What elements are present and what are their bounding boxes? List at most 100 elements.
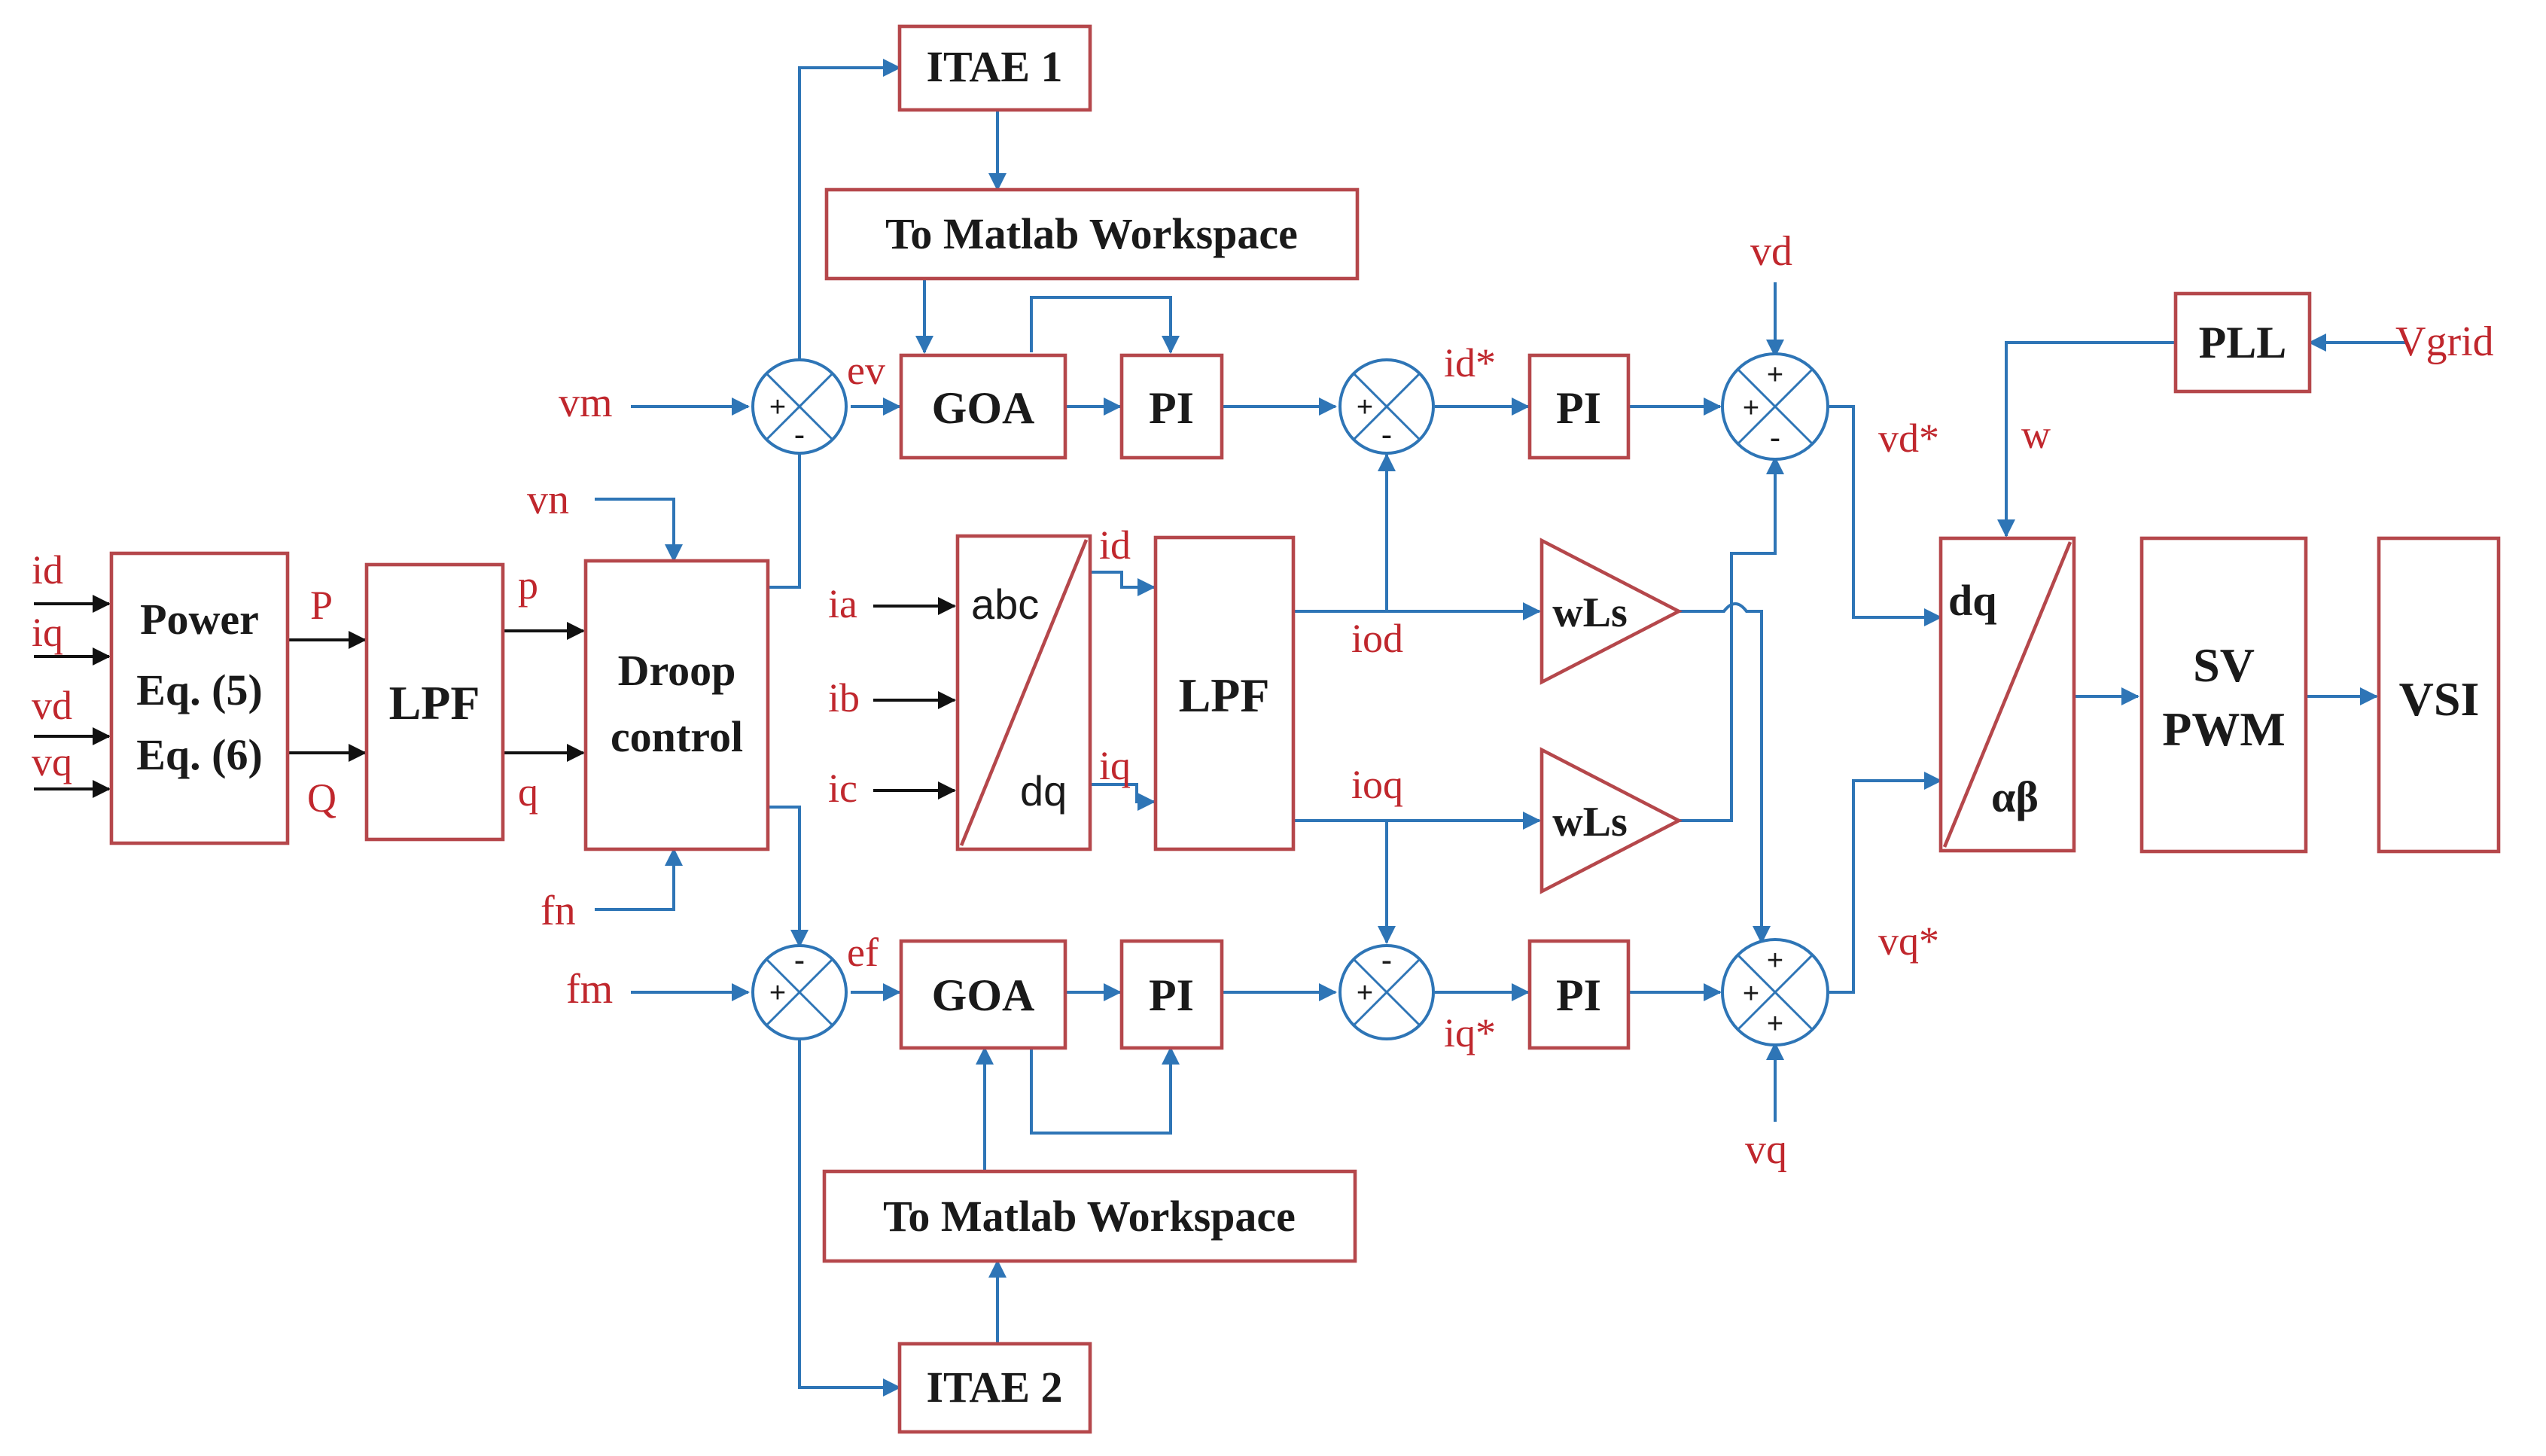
- power-line1: Power: [140, 595, 259, 644]
- label-id-in: id: [32, 547, 63, 592]
- wire-w: [1997, 341, 2176, 538]
- label-iq-in: iq: [32, 610, 63, 655]
- label-Q: Q: [307, 775, 337, 821]
- wire-wls-top-to-sum6: [1679, 602, 1771, 944]
- label-w: w: [2021, 412, 2051, 457]
- wire-wls-bottom-to-sum5: [1679, 456, 1784, 822]
- abc-dq-diagonal: [959, 539, 1089, 846]
- label-ic: ic: [828, 766, 857, 811]
- sum-junction-voltage: + -: [751, 358, 848, 455]
- wire-goa-pi-loop-bottom: [1030, 1046, 1180, 1135]
- wire-goa-pi-loop-top: [1030, 296, 1180, 354]
- pi-outer-top-label: PI: [1149, 383, 1194, 433]
- pi-inner-top-block: PI: [1527, 353, 1631, 460]
- wire-droop-to-sum2: [768, 806, 809, 948]
- lpf-power-label: LPF: [389, 676, 480, 730]
- lpf-current-block: LPF: [1153, 535, 1296, 851]
- signal-labels: id iq vd vq P Q p q vn fn vm fm ev ef ia…: [32, 228, 2494, 1173]
- label-iod: iod: [1351, 616, 1403, 661]
- svpwm-line1: SV: [2193, 638, 2255, 692]
- sum-junction-frequency: + -: [751, 942, 848, 1040]
- label-vm: vm: [559, 379, 613, 426]
- wls-top-gain: wLs: [1539, 538, 1683, 685]
- droop-line1: Droop: [618, 646, 736, 695]
- sum-vd-plus-left: +: [1743, 392, 1759, 424]
- wire-fn: [595, 848, 683, 911]
- sum-id-minus: -: [1381, 416, 1393, 453]
- droop-line2: control: [611, 712, 743, 761]
- lpf-power-block: LPF: [364, 562, 505, 842]
- label-iq-ref: iq*: [1444, 1010, 1496, 1055]
- label-vq-ref: vq*: [1878, 918, 1939, 964]
- sum-vq-plus-bottom: +: [1767, 1008, 1783, 1040]
- label-P: P: [310, 583, 333, 628]
- label-vn: vn: [527, 477, 569, 523]
- svpwm-block: SV PWM: [2139, 536, 2308, 854]
- sum-junction-id: + -: [1338, 358, 1435, 455]
- power-line3: Eq. (6): [136, 730, 263, 779]
- itae1-block: ITAE 1: [897, 24, 1092, 112]
- label-ib: ib: [828, 675, 860, 720]
- sum-vq-plus-left: +: [1743, 978, 1759, 1010]
- dq-ab-bottom-label: αβ: [1991, 772, 2039, 821]
- wire-iq-dq: [1090, 783, 1156, 811]
- matlab-bottom-label: To Matlab Workspace: [883, 1192, 1296, 1241]
- itae1-label: ITAE 1: [926, 42, 1062, 91]
- itae2-label: ITAE 2: [926, 1363, 1062, 1412]
- label-vd-ff: vd: [1750, 228, 1792, 275]
- wire-ef-to-itae2: [798, 1016, 901, 1397]
- dq-alphabeta-transform-block: dq αβ: [1938, 536, 2076, 853]
- wire-ev-to-itae1: [798, 59, 901, 382]
- goa-bottom-block: GOA: [899, 939, 1067, 1050]
- sum-voltage-minus: -: [794, 416, 806, 453]
- wire-vq-ref: [1829, 772, 1942, 994]
- label-ia: ia: [828, 581, 857, 626]
- abc-dq-transform-block: abc dq: [955, 534, 1092, 851]
- svpwm-line2: PWM: [2162, 702, 2286, 756]
- wire-vn: [595, 498, 683, 562]
- wire-droop-to-sum1: [768, 429, 809, 589]
- wire-vd-ref: [1829, 405, 1942, 626]
- label-ev: ev: [847, 348, 885, 393]
- sum-junction-vq: + + +: [1721, 938, 1829, 1046]
- sum-iq-minus: -: [1381, 942, 1393, 979]
- droop-control-block: Droop control: [583, 559, 770, 851]
- dq-ab-diagonal: [1942, 541, 2072, 848]
- power-equation-block: Power Eq. (5) Eq. (6): [109, 551, 290, 845]
- pi-outer-bottom-label: PI: [1149, 970, 1194, 1020]
- label-vd-ref: vd*: [1878, 416, 1939, 461]
- goa-top-label: GOA: [932, 383, 1035, 433]
- pi-inner-bottom-label: PI: [1556, 970, 1601, 1020]
- abc-dq-bottom-label: dq: [1020, 767, 1067, 815]
- label-p: p: [518, 562, 538, 608]
- lpf-current-label: LPF: [1179, 669, 1270, 722]
- sum-vd-plus-top: +: [1767, 359, 1783, 391]
- pi-outer-bottom-block: PI: [1119, 939, 1224, 1050]
- pi-outer-top-block: PI: [1119, 353, 1224, 460]
- dq-ab-top-label: dq: [1948, 576, 1997, 625]
- label-ioq: ioq: [1351, 762, 1403, 807]
- label-id-ref: id*: [1444, 340, 1496, 385]
- sum-id-plus: +: [1357, 391, 1373, 423]
- goa-top-block: GOA: [899, 353, 1067, 460]
- power-line2: Eq. (5): [136, 666, 263, 714]
- matlab-workspace-bottom-block: To Matlab Workspace: [822, 1169, 1357, 1263]
- pi-inner-bottom-block: PI: [1527, 939, 1631, 1050]
- wire-id-dq: [1090, 571, 1156, 596]
- sum-frequency-plus: +: [769, 977, 786, 1009]
- sum-voltage-plus: +: [769, 391, 786, 423]
- pi-inner-top-label: PI: [1556, 383, 1601, 433]
- wls-bottom-gain: wLs: [1539, 747, 1683, 894]
- sum-junction-iq: + -: [1338, 942, 1435, 1040]
- label-fm: fm: [566, 966, 613, 1013]
- sum-vd-minus: -: [1770, 419, 1781, 456]
- wls-top-label: wLs: [1552, 589, 1628, 636]
- label-q: q: [518, 769, 538, 815]
- pll-label: PLL: [2199, 318, 2287, 367]
- sum-frequency-minus: -: [794, 942, 806, 979]
- vsi-block: VSI: [2377, 536, 2501, 854]
- wls-bottom-label: wLs: [1552, 799, 1628, 845]
- label-vd-in: vd: [32, 683, 72, 728]
- sum-iq-plus: +: [1357, 977, 1373, 1009]
